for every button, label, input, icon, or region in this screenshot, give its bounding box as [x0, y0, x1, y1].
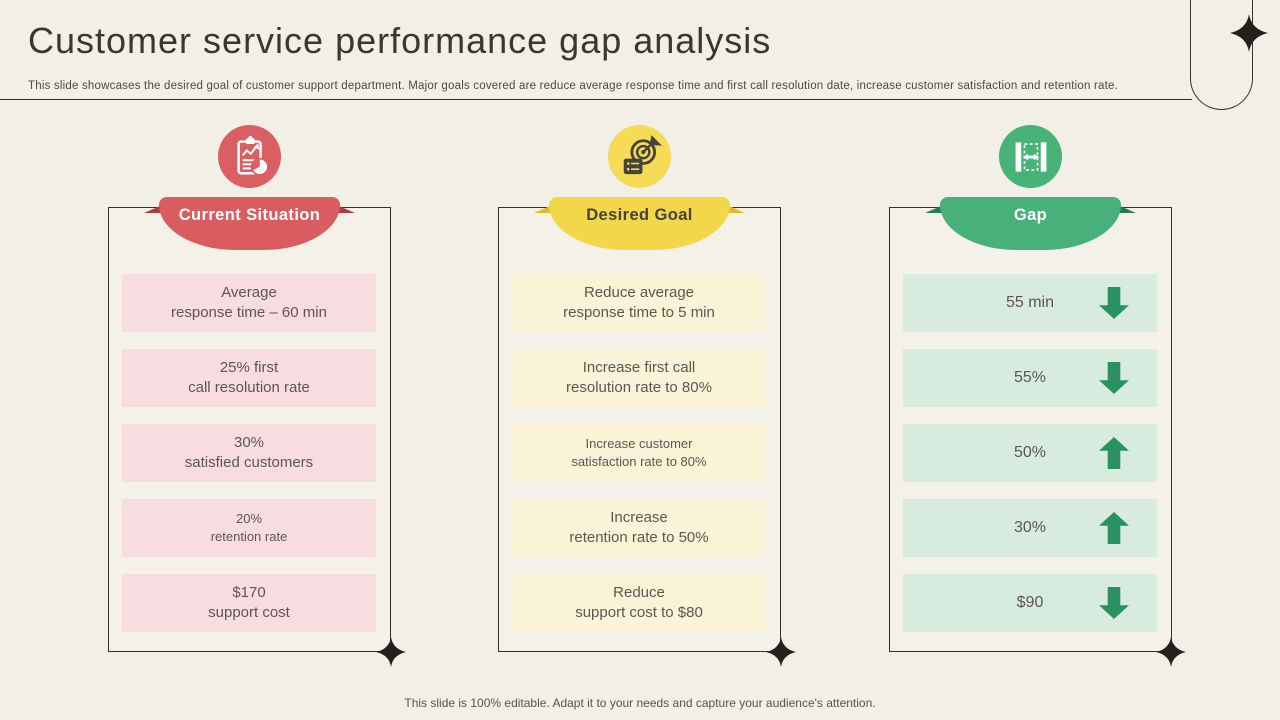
- column-header: Gap: [1013, 206, 1048, 224]
- desired-goal-ribbon: Desired Goal: [498, 197, 781, 252]
- desired-goal-panel: Reduce average response time to 5 min In…: [498, 207, 781, 652]
- gap-value: $90: [1016, 594, 1044, 612]
- gap-row-satisfaction: 50%: [903, 424, 1157, 482]
- desired-goal-badge: [608, 125, 671, 188]
- row-line: resolution rate to 80%: [566, 379, 712, 396]
- row-line: Reduce: [613, 583, 665, 601]
- row-line: Average: [221, 283, 277, 301]
- footer-note: This slide is 100% editable. Adapt it to…: [404, 696, 876, 710]
- current-situation-ribbon: Current Situation: [108, 197, 391, 252]
- gap-value: 55 min: [1005, 294, 1055, 312]
- column-current-situation: Current Situation Average response time …: [108, 125, 391, 652]
- gap-row-retention: 30%: [903, 499, 1157, 557]
- gap-row-response-time: 55 min: [903, 274, 1157, 332]
- row-line: Increase: [610, 508, 668, 526]
- row-line: retention rate: [210, 529, 288, 544]
- row-line: retention rate to 50%: [569, 529, 709, 546]
- clipboard-analytics-icon: [236, 135, 269, 176]
- gap-value: 55%: [1013, 369, 1047, 387]
- row-line: 25% first: [219, 358, 279, 376]
- gap-row-support-cost: $90: [903, 574, 1157, 632]
- row-line: support cost to $80: [575, 604, 703, 621]
- gap-badge: [999, 125, 1062, 188]
- gap-ribbon: Gap: [889, 197, 1172, 252]
- current-situation-panel: Average response time – 60 min 25% first…: [108, 207, 391, 652]
- sparkle-star-icon: [376, 637, 406, 667]
- row-line: support cost: [208, 604, 290, 621]
- gap-value: 50%: [1013, 444, 1047, 462]
- arrow-down-icon: [1099, 362, 1129, 394]
- column-header: Current Situation: [178, 206, 321, 224]
- current-row-response-time: Average response time – 60 min: [122, 274, 376, 332]
- arrow-up-icon: [1099, 437, 1129, 469]
- gap-row-first-call: 55%: [903, 349, 1157, 407]
- sparkle-star-icon: [1156, 637, 1186, 667]
- arrow-up-icon: [1099, 512, 1129, 544]
- row-line: Increase first call: [582, 358, 696, 376]
- row-line: response time to 5 min: [563, 304, 715, 321]
- column-desired-goal: Desired Goal Reduce average response tim…: [498, 125, 781, 652]
- row-line: response time – 60 min: [171, 304, 327, 321]
- row-line: Reduce average: [583, 283, 695, 301]
- target-goal-icon: [623, 134, 662, 174]
- current-situation-badge: [218, 125, 281, 188]
- column-gap: Gap 55 min 55% 50% 30% $90: [889, 125, 1172, 652]
- row-line: 30%: [233, 433, 265, 451]
- row-line: satisfied customers: [184, 454, 314, 471]
- sparkle-star-icon: [1230, 14, 1268, 52]
- slide-description: This slide showcases the desired goal of…: [28, 80, 1118, 92]
- goal-row-first-call: Increase first call resolution rate to 8…: [512, 349, 766, 407]
- gap-width-icon: [1015, 141, 1046, 172]
- row-line: satisfaction rate to 80%: [571, 454, 707, 469]
- sparkle-star-icon: [766, 637, 796, 667]
- goal-row-satisfaction: Increase customer satisfaction rate to 8…: [512, 424, 766, 482]
- row-line: 20%: [235, 511, 263, 527]
- arrow-down-icon: [1099, 287, 1129, 319]
- arrow-down-icon: [1099, 587, 1129, 619]
- column-header: Desired Goal: [586, 206, 693, 224]
- page-title: Customer service performance gap analysi…: [28, 20, 772, 61]
- header-divider: [0, 99, 1192, 100]
- goal-row-support-cost: Reduce support cost to $80: [512, 574, 766, 632]
- gap-panel: 55 min 55% 50% 30% $90: [889, 207, 1172, 652]
- row-line: $170: [232, 583, 266, 601]
- current-row-support-cost: $170 support cost: [122, 574, 376, 632]
- row-line: call resolution rate: [188, 379, 310, 396]
- gap-value: 30%: [1013, 519, 1047, 537]
- current-row-first-call: 25% first call resolution rate: [122, 349, 376, 407]
- current-row-retention: 20% retention rate: [122, 499, 376, 557]
- corner-outline-decoration: [1190, 0, 1253, 110]
- goal-row-response-time: Reduce average response time to 5 min: [512, 274, 766, 332]
- goal-row-retention: Increase retention rate to 50%: [512, 499, 766, 557]
- current-row-satisfaction: 30% satisfied customers: [122, 424, 376, 482]
- row-line: Increase customer: [585, 436, 693, 452]
